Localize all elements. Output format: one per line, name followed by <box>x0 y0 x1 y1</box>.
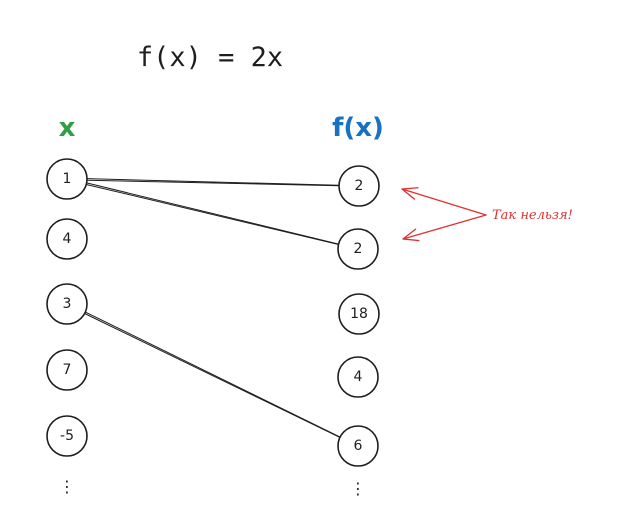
codomain-node: 4 <box>337 356 379 398</box>
codomain-node-circle <box>337 356 379 398</box>
domain-node-label: 1 <box>63 171 72 187</box>
domain-node-circle <box>46 349 88 391</box>
domain-node-circle <box>46 158 88 200</box>
codomain-node-label: 6 <box>354 438 363 454</box>
annotation: Так нельзя! <box>401 187 573 242</box>
codomain-node: 2 <box>338 165 380 207</box>
domain-node: 7 <box>46 349 88 391</box>
codomain-node-circle <box>337 425 379 467</box>
domain-node: -5 <box>46 415 88 457</box>
mapping-line <box>86 178 340 187</box>
mapping-line <box>86 182 339 246</box>
annotation-text: Так нельзя! <box>492 208 573 223</box>
domain-node-label: 4 <box>63 231 72 247</box>
codomain-node-label: 4 <box>354 369 363 385</box>
annotation-arrows <box>401 187 487 242</box>
annotation-arrow <box>401 187 487 216</box>
codomain-node-circle <box>338 293 380 335</box>
formula-title: f(x) = 2x <box>137 42 283 73</box>
domain-node-label: 7 <box>63 362 72 378</box>
domain-ellipsis: ⋮ <box>59 477 75 496</box>
domain-node-label: 3 <box>63 296 72 312</box>
annotation-arrow <box>402 214 487 242</box>
domain-node-label: -5 <box>60 428 74 444</box>
domain-node-circle <box>46 283 88 325</box>
codomain-node: 18 <box>338 293 380 335</box>
domain-node: 1 <box>46 158 88 200</box>
mapping-lines <box>84 178 341 438</box>
domain-node: 4 <box>46 218 88 260</box>
domain-node: 3 <box>46 283 88 325</box>
codomain-node-circle <box>337 228 379 270</box>
codomain-ellipsis: ⋮ <box>350 479 366 498</box>
codomain-node-label: 2 <box>354 241 363 257</box>
domain-node-circle <box>46 415 88 457</box>
codomain-node-label: 18 <box>350 306 368 322</box>
codomain-header: f(x) <box>332 113 384 143</box>
domain-column: 1 4 3 7 -5 <box>46 158 88 457</box>
codomain-node: 2 <box>337 228 379 270</box>
mapping-line <box>84 311 341 438</box>
domain-node-circle <box>46 218 88 260</box>
codomain-node-circle <box>338 165 380 207</box>
domain-header: x <box>59 113 76 143</box>
codomain-column: 2 2 18 4 6 <box>337 165 380 467</box>
codomain-node: 6 <box>337 425 379 467</box>
codomain-node-label: 2 <box>355 178 364 194</box>
